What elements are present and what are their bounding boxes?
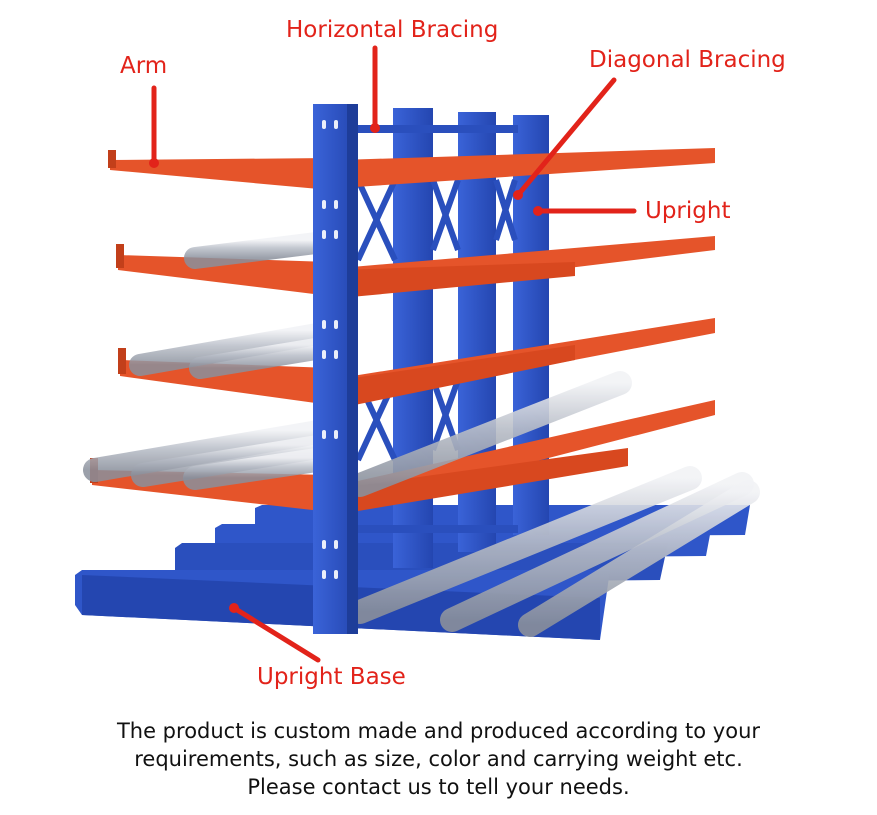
label-horizontal-bracing: Horizontal Bracing (286, 17, 499, 43)
callout-line-diagonal (515, 77, 617, 198)
caption-line-1: The product is custom made and produced … (116, 719, 761, 743)
rack-illustration (75, 45, 760, 663)
horizontal-bracing (358, 125, 518, 533)
caption: The product is custom made and produced … (0, 717, 877, 801)
left-arms (90, 150, 330, 512)
arm-2 (118, 255, 330, 296)
right-arms (340, 148, 715, 514)
label-diagonal-bracing: Diagonal Bracing (589, 47, 786, 73)
label-upright-base: Upright Base (257, 664, 406, 690)
label-upright: Upright (645, 198, 731, 224)
caption-line-2: requirements, such as size, color and ca… (134, 747, 743, 771)
arm-3 (120, 360, 330, 405)
front-upright (313, 104, 358, 634)
arm-1 (110, 158, 330, 190)
label-arm: Arm (120, 53, 168, 79)
callout-lines (149, 45, 637, 663)
callout-line-base (231, 605, 321, 663)
caption-line-3: Please contact us to tell your needs. (247, 775, 630, 799)
